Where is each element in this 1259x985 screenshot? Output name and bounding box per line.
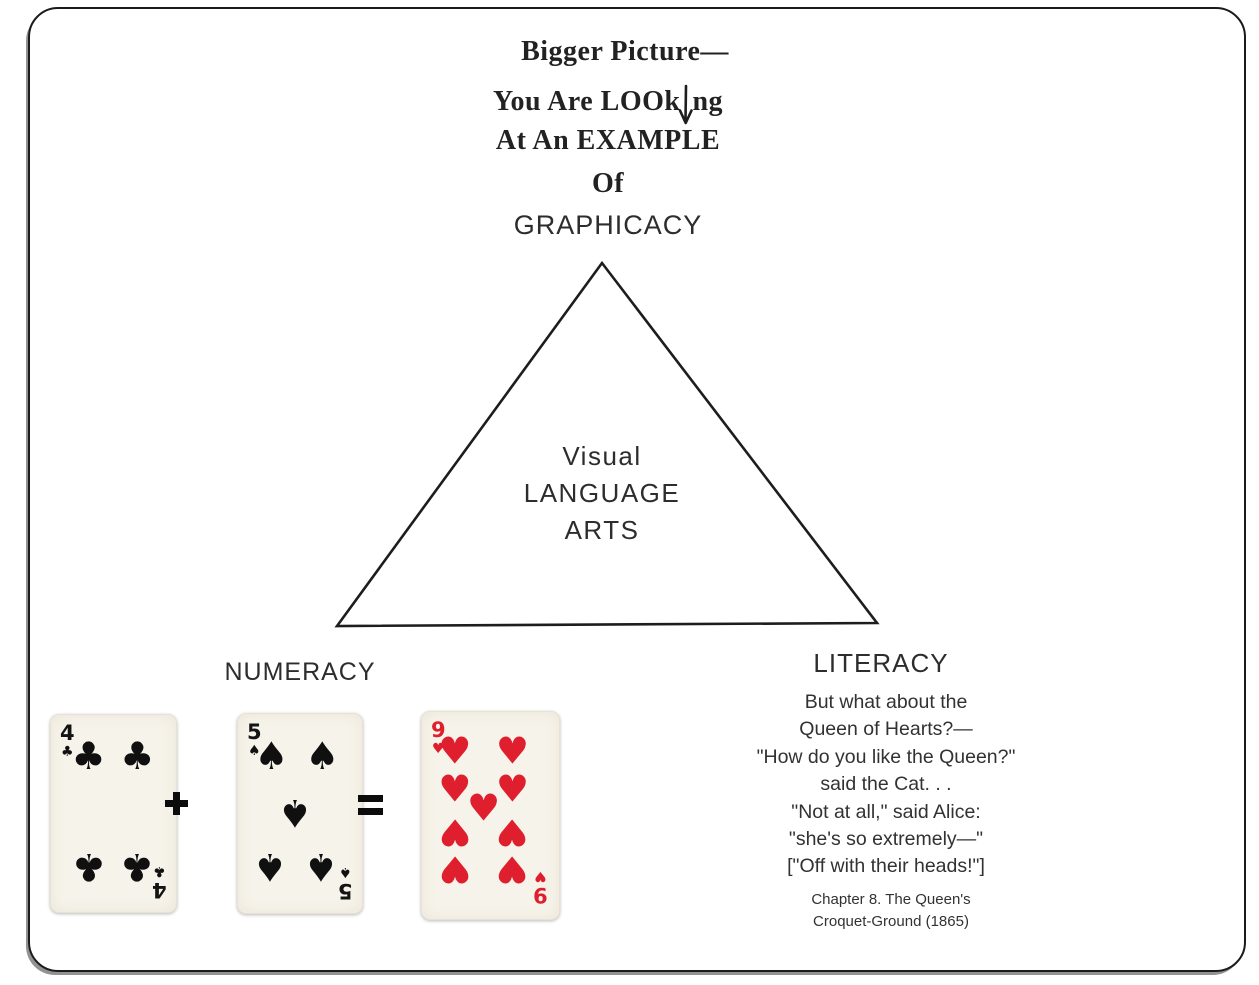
quote-line: But what about the [804, 691, 968, 713]
spade-pip-icon: ♠ [277, 790, 313, 835]
spade-pip-icon: ♠ [253, 845, 288, 890]
triangle-center-line-3: ARTS [564, 515, 640, 545]
heart-pip-icon: ♥ [495, 810, 529, 854]
handwritten-line-3: At An EXAMPLE [495, 125, 721, 156]
graphicacy-label: GRAPHICACY [513, 210, 703, 240]
handwritten-line-4: Of [591, 168, 625, 199]
card-rank: 5 [247, 720, 262, 744]
quote-line: ["Off with their heads!"] [787, 855, 985, 878]
literacy-label: LITERACY [813, 648, 949, 678]
card-corner-index: 5 ♠ [247, 720, 262, 759]
handwritten-line-2: You Are LOOk ng [352, 82, 864, 125]
card-corner-index: 4 ♣ [60, 721, 75, 760]
heart-mini-pip-icon: ♥ [534, 868, 547, 884]
card-rank: 4 [60, 721, 75, 745]
heart-pip-icon: ♥ [495, 847, 529, 891]
down-arrow-icon [679, 82, 694, 125]
heart-pip-icon: ♥ [438, 810, 472, 854]
equals-icon [358, 795, 383, 815]
playing-card-9-of-hearts: 9 ♥ ♥ ♥ ♥ ♥ ♥ ♥ ♥ ♥ ♥ 9 ♥ [421, 711, 560, 920]
header-annotation: Bigger Picture— You Are LOOk ng At An EXA… [352, 0, 864, 252]
club-pip-icon: ♣ [71, 734, 106, 779]
heart-pip-icon: ♥ [438, 767, 472, 811]
card-rank: 5 [338, 879, 353, 903]
spade-pip-icon: ♠ [305, 733, 340, 778]
plus-icon [165, 792, 188, 815]
quote-line: "Not at all," said Alice: [791, 800, 981, 823]
triangle-center-line-2: LANGUAGE [523, 478, 681, 508]
card-corner-index: 5 ♠ [338, 864, 353, 903]
quote-line: "she's so extremely—" [788, 828, 984, 851]
card-rank: 4 [152, 878, 167, 902]
quote-line: "How do you like the Queen?" [756, 745, 1016, 768]
numeracy-label: NUMERACY [224, 658, 376, 686]
spade-pip-icon: ♠ [254, 733, 289, 778]
card-corner-index: 9 ♥ [533, 868, 548, 907]
literacy-citation: Chapter 8. The Queen's Croquet-Ground (1… [741, 889, 1041, 932]
quote-line: Queen of Hearts?— [799, 718, 973, 741]
spade-mini-pip-icon: ♠ [339, 864, 352, 880]
heart-pip-icon: ♥ [495, 729, 529, 773]
card-rank: 9 [533, 883, 548, 907]
handwritten-line-1: Bigger Picture— [521, 36, 729, 67]
card-rank: 9 [431, 718, 446, 742]
spade-pip-icon: ♠ [304, 845, 339, 890]
heart-pip-icon: ♥ [438, 729, 472, 773]
club-pip-icon: ♣ [120, 734, 155, 779]
heart-pip-icon: ♥ [438, 847, 472, 891]
club-mini-pip-icon: ♣ [61, 744, 74, 760]
literacy-quote: But what about the Queen of Hearts?— "Ho… [666, 689, 1106, 881]
citation-line: Croquet-Ground (1865) [813, 912, 969, 930]
card-corner-index: 9 ♥ [431, 718, 446, 757]
heart-mini-pip-icon: ♥ [432, 741, 445, 757]
club-mini-pip-icon: ♣ [153, 863, 166, 879]
triangle-shape [334, 260, 880, 628]
triangle-center-label: Visual LANGUAGE ARTS [524, 438, 681, 549]
club-pip-icon: ♣ [120, 844, 155, 889]
spade-mini-pip-icon: ♠ [248, 743, 261, 759]
quote-line: said the Cat. . . [820, 773, 952, 796]
heart-pip-icon: ♥ [495, 767, 529, 811]
card-corner-index: 4 ♣ [152, 863, 167, 902]
citation-line: Chapter 8. The Queen's [811, 891, 971, 908]
club-pip-icon: ♣ [71, 844, 106, 889]
heart-pip-icon: ♥ [467, 786, 501, 830]
triangle-center-line-1: Visual [562, 441, 642, 471]
handwritten-line-2-right: ng [692, 86, 724, 117]
handwritten-line-2-left: You Are LOOk [492, 86, 681, 117]
playing-card-4-of-clubs: 4 ♣ ♣ ♣ ♣ ♣ 4 ♣ [50, 714, 177, 913]
playing-card-5-of-spades: 5 ♠ ♠ ♠ ♠ ♠ ♠ 5 ♠ [237, 713, 363, 914]
rounded-frame-border [28, 7, 1246, 972]
